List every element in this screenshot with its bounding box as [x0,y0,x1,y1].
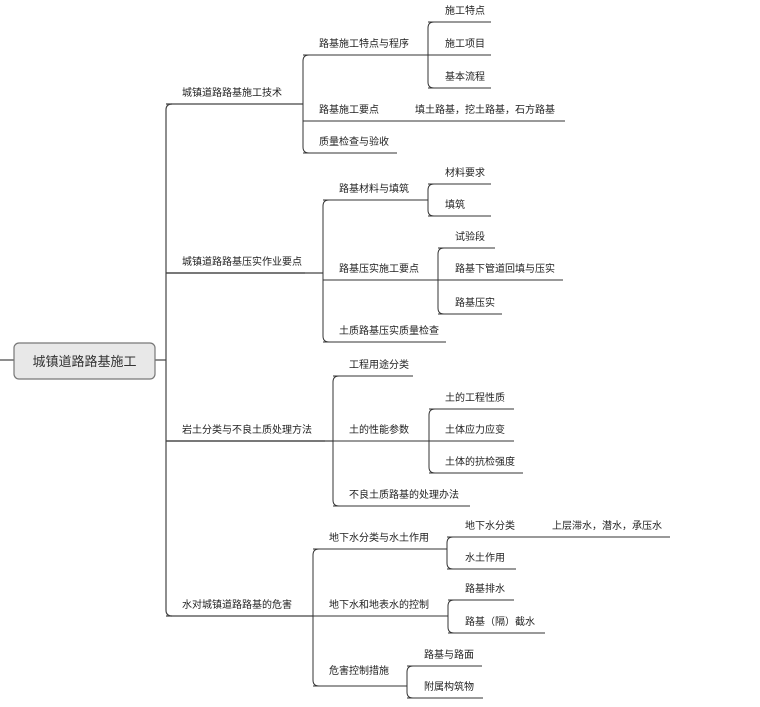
node-construction-items[interactable]: 施工项目 [445,37,485,50]
node-water-soil-interaction[interactable]: 水土作用 [465,551,505,564]
node-material-requirements[interactable]: 材料要求 [445,166,485,179]
node-water-kinds[interactable]: 上层滞水，潜水，承压水 [552,519,662,532]
node-compaction-quality[interactable]: 土质路基压实质量检查 [339,324,439,337]
root-node[interactable]: 城镇道路路基施工 [13,342,156,380]
connectors [0,21,670,699]
node-water-control[interactable]: 地下水和地表水的控制 [329,598,429,611]
root-label: 城镇道路路基施工 [32,354,136,370]
node-test-section[interactable]: 试验段 [455,230,485,243]
node-subgrade-pavement[interactable]: 路基与路面 [424,648,474,661]
node-compaction-points[interactable]: 路基压实施工要点 [339,262,419,275]
node-groundwater-types[interactable]: 地下水分类 [465,519,515,532]
node-filling[interactable]: 填筑 [445,198,465,211]
branch-compaction[interactable]: 城镇道路路基压实作业要点 [182,255,302,268]
node-hazard-control[interactable]: 危害控制措施 [329,664,389,677]
node-interception[interactable]: 路基（隔）截水 [465,615,535,628]
node-basic-process[interactable]: 基本流程 [445,70,485,83]
node-subgrade-types[interactable]: 填土路基，挖土路基，石方路基 [415,103,555,116]
branch-road-subgrade-tech[interactable]: 城镇道路路基施工技术 [182,86,282,99]
branch-water-hazard[interactable]: 水对城镇道路路基的危害 [182,598,292,611]
node-construction-points[interactable]: 路基施工要点 [319,103,379,116]
node-construction-features[interactable]: 施工特点 [445,4,485,17]
node-quality-inspection[interactable]: 质量检查与验收 [319,135,389,148]
node-features-procedure[interactable]: 路基施工特点与程序 [319,37,409,50]
node-shear-strength[interactable]: 土体的抗检强度 [445,455,515,468]
node-soil-parameters[interactable]: 土的性能参数 [349,423,409,436]
node-groundwater-classification[interactable]: 地下水分类与水土作用 [329,531,429,544]
node-material-filling[interactable]: 路基材料与填筑 [339,182,409,195]
node-engineering-use[interactable]: 工程用途分类 [349,358,409,371]
node-ancillary-structures[interactable]: 附属构筑物 [424,680,474,693]
node-pipe-backfill[interactable]: 路基下管道回填与压实 [455,262,555,275]
branch-soil-classification[interactable]: 岩土分类与不良土质处理方法 [182,423,312,436]
node-soil-properties[interactable]: 土的工程性质 [445,391,505,404]
node-stress-strain[interactable]: 土体应力应变 [445,423,505,436]
node-subgrade-compaction[interactable]: 路基压实 [455,296,495,309]
node-poor-soil-treatment[interactable]: 不良土质路基的处理办法 [349,488,459,501]
node-drainage[interactable]: 路基排水 [465,582,505,595]
